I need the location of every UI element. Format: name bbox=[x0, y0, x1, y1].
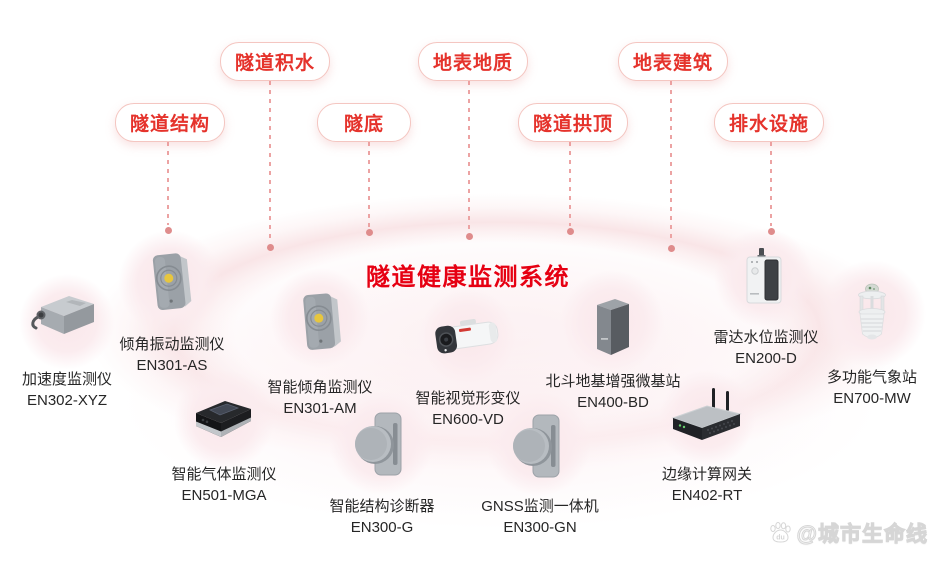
connector-line bbox=[767, 140, 775, 235]
vision-camera-device-icon bbox=[435, 319, 499, 354]
device-name: 北斗地基增强微基站 bbox=[545, 373, 681, 390]
accelerometer-device-icon bbox=[31, 296, 94, 334]
beidou-base-station-device-icon bbox=[597, 299, 629, 355]
device-model: EN301-AS bbox=[136, 357, 208, 374]
device-model: EN402-RT bbox=[671, 487, 743, 504]
device-name: 倾角振动监测仪 bbox=[119, 336, 225, 353]
tilt-vibration-device-icon bbox=[152, 253, 192, 311]
device-model: EN501-MGA bbox=[181, 487, 267, 504]
tilt-device-icon bbox=[303, 293, 341, 350]
weather-station-device-icon bbox=[858, 283, 886, 340]
connector-line bbox=[164, 140, 172, 234]
device-name: 智能结构诊断器 bbox=[329, 498, 435, 515]
device-name: 智能视觉形变仪 bbox=[415, 390, 521, 407]
baidu-paw-icon: du bbox=[769, 522, 791, 543]
device-name: 雷达水位监测仪 bbox=[713, 329, 819, 346]
watermark: du @城市生命线 bbox=[767, 518, 928, 548]
pill-tunnel-water: 隧道积水 bbox=[220, 42, 331, 81]
pill-tunnel-crown: 隧道拱顶 bbox=[518, 103, 629, 142]
device-name: 边缘计算网关 bbox=[661, 466, 753, 483]
device-name: 多功能气象站 bbox=[826, 369, 918, 386]
pill-surface-geology: 地表地质 bbox=[418, 42, 529, 81]
pill-surface-building: 地表建筑 bbox=[618, 42, 729, 81]
edge-gateway-device-icon bbox=[671, 388, 742, 440]
device-model: EN300-GN bbox=[503, 519, 577, 536]
connector-line bbox=[465, 79, 473, 240]
connector-line bbox=[365, 140, 373, 236]
device-model: EN600-VD bbox=[432, 411, 504, 428]
device-name: 智能气体监测仪 bbox=[171, 466, 277, 483]
structure-diagnoser-device-icon bbox=[355, 412, 402, 476]
device-model: EN400-BD bbox=[577, 394, 649, 411]
device-model: EN300-G bbox=[350, 519, 414, 536]
connector-line bbox=[667, 79, 675, 252]
system-title: 隧道健康监测系统 bbox=[366, 264, 570, 291]
device-model: EN700-MW bbox=[833, 390, 911, 407]
device-name: 智能倾角监测仪 bbox=[267, 379, 373, 396]
device-model: EN200-D bbox=[735, 350, 797, 367]
device-model: EN302-XYZ bbox=[26, 392, 108, 409]
connector-line bbox=[266, 79, 274, 251]
gnss-device-icon bbox=[513, 414, 560, 478]
pill-drainage: 排水设施 bbox=[714, 103, 825, 142]
svg-text:du: du bbox=[776, 535, 785, 542]
device-name: 加速度监测仪 bbox=[21, 371, 113, 388]
gas-monitor-device-icon bbox=[196, 401, 251, 437]
pill-tunnel-structure: 隧道结构 bbox=[115, 103, 226, 142]
radar-level-device-icon bbox=[746, 248, 782, 304]
device-name: GNSS监测一体机 bbox=[481, 498, 599, 515]
watermark-text: @城市生命线 bbox=[796, 523, 928, 547]
pill-tunnel-bottom: 隧底 bbox=[317, 103, 412, 142]
connector-line bbox=[566, 140, 574, 235]
